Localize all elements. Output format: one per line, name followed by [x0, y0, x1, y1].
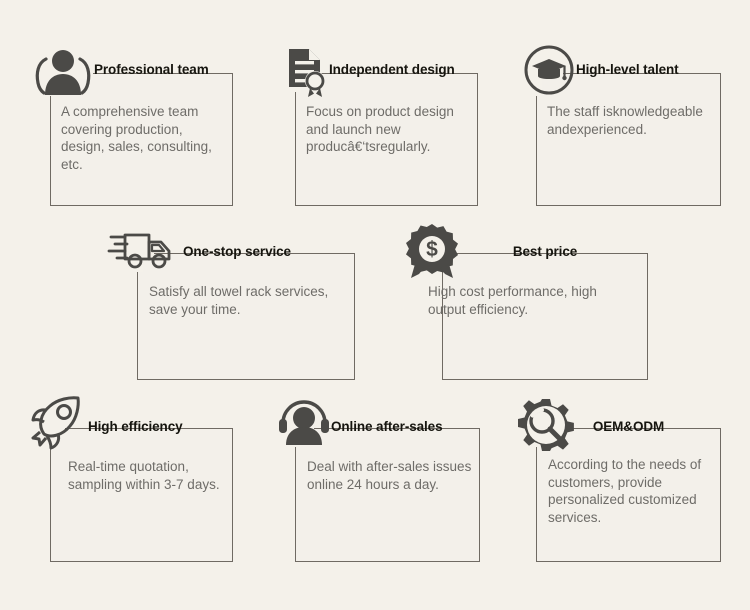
- card-title: OEM&ODM: [592, 419, 665, 434]
- card-description: According to the needs of customers, pro…: [548, 457, 702, 525]
- border-notch-left: [134, 250, 143, 272]
- card-border: [292, 70, 478, 206]
- card-description: High cost performance, high output effic…: [428, 284, 597, 317]
- feature-card-high-efficiency[interactable]: High efficiency Real-time quotation, sam…: [31, 396, 233, 562]
- card-description: Satisfy all towel rack services, save yo…: [149, 284, 329, 317]
- feature-card-independent-design[interactable]: Independent design Focus on product desi…: [289, 49, 478, 206]
- price-badge-icon: $: [399, 220, 465, 282]
- feature-card-best-price[interactable]: $ Best price High cost performance, high…: [406, 224, 648, 380]
- border-notch-left: [533, 70, 542, 96]
- users-group-icon: [32, 43, 94, 103]
- svg-text:$: $: [426, 238, 438, 261]
- certificate-document-icon: [278, 41, 336, 101]
- border-notch-top: [134, 250, 154, 259]
- card-title: Best price: [512, 244, 578, 259]
- feature-card-one-stop-service[interactable]: One-stop service Satisfy all towel rack …: [107, 233, 355, 380]
- card-description: Real-time quotation, sampling within 3-7…: [68, 459, 220, 492]
- card-border: [439, 250, 648, 380]
- card-description: A comprehensive team covering production…: [61, 104, 212, 172]
- rocket-icon: [22, 390, 94, 456]
- delivery-truck-icon: [103, 221, 183, 279]
- feature-card-oem-odm[interactable]: OEM&ODM According to the needs of custom…: [518, 399, 721, 562]
- feature-card-high-level-talent[interactable]: High-level talent The staff isknowledgea…: [524, 45, 721, 206]
- headset-support-icon: [273, 393, 335, 453]
- graduation-cap-icon: [518, 39, 580, 101]
- card-title: Professional team: [94, 62, 209, 77]
- border-notch-top: [47, 425, 65, 434]
- card-border: [134, 250, 355, 380]
- card-description: The staff isknowledgeable andexperienced…: [547, 104, 703, 137]
- card-border: [47, 70, 233, 206]
- card-description: Deal with after-sales issues online 24 h…: [307, 459, 472, 492]
- gear-search-icon: [512, 393, 578, 455]
- card-border: [47, 425, 233, 562]
- feature-card-online-after-sales[interactable]: Online after-sales Deal with after-sales…: [279, 400, 480, 562]
- card-border: [533, 70, 721, 206]
- card-border: [292, 425, 480, 562]
- card-title: Online after-sales: [331, 419, 443, 434]
- card-title: High-level talent: [576, 62, 679, 77]
- feature-card-professional-team[interactable]: Professional team A comprehensive team c…: [35, 50, 233, 206]
- card-title: One-stop service: [183, 244, 291, 259]
- card-border: [533, 425, 721, 562]
- card-description: Focus on product design and launch new p…: [306, 104, 454, 154]
- border-notch-top: [47, 70, 93, 79]
- card-title: High efficiency: [88, 419, 183, 434]
- card-title: Independent design: [329, 62, 455, 77]
